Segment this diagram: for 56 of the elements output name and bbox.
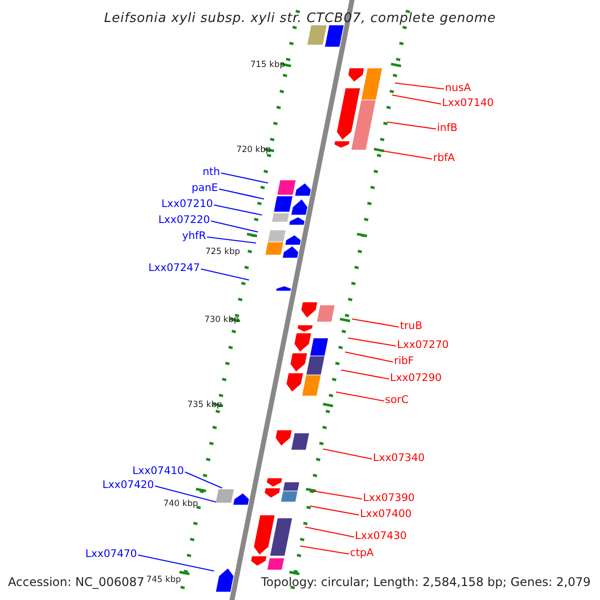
leader-line [382,150,432,160]
info-text: Topology: circular; Length: 2,584,158 bp; Genes: 2,079 [261,576,591,588]
leader-line [344,351,394,363]
gene-label: Lxx07210 [161,198,213,210]
gene-label: sorC [385,394,409,406]
gene-label: truB [400,320,422,332]
leader-line [210,220,258,233]
gene-label: ribF [394,355,414,367]
gene-label: Lxx07420 [102,479,154,491]
gene-label: Lxx07340 [373,452,425,464]
leader-line [206,236,256,244]
gene-label: yhfR [182,230,206,242]
leader-line [200,268,250,281]
gene-label: rbfA [433,152,455,164]
tick-label: 740 kbp [163,498,198,510]
gene-label: ctpA [350,547,374,559]
leader-line [220,172,268,184]
gene-label: Lxx07410 [132,465,184,477]
leader-line [336,391,384,402]
leader-line [184,472,222,488]
leader-line [348,337,396,347]
leader-line [394,82,444,90]
tick-label: 730 kbp [204,314,239,326]
tick-label: 725 kbp [205,246,240,258]
info-text: Accession: NC_006087 [8,576,144,588]
leader-line [138,554,214,572]
gene-label: Lxx07430 [355,530,407,542]
leader-line [386,121,436,130]
gene-label: nusA [445,82,471,94]
leader-line [304,526,354,538]
gene-label: Lxx07470 [85,548,137,560]
gene-label: Lxx07220 [158,214,210,226]
gene-label: Lxx07390 [363,492,415,504]
gene-label: Lxx07140 [442,97,494,109]
gene-label: panE [192,182,218,194]
gene-label: Lxx07247 [148,262,200,274]
leader-line [352,318,400,328]
gene-label: nth [202,166,220,178]
leader-line [310,505,360,516]
leader-line [154,485,216,503]
title: Leifsonia xyli subsp. xyli str. CTCB07, complete genome [103,12,497,26]
leader-line [300,545,350,555]
tick-label: 735 kbp [187,399,222,411]
tick-label: 745 kbp [146,574,181,586]
gene-label: Lxx07270 [397,339,449,351]
leader-line [392,94,442,105]
gene-label: Lxx07290 [390,372,442,384]
leader-line [312,490,362,500]
tick-label: 715 kbp [250,59,285,71]
gene-label: Lxx07400 [360,508,412,520]
gene-label: infB [437,122,458,134]
leader-line [322,448,372,460]
leader-line [218,188,264,200]
leader-line [214,204,262,216]
leader-line [340,369,390,380]
tick-label: 720 kbp [236,144,271,156]
